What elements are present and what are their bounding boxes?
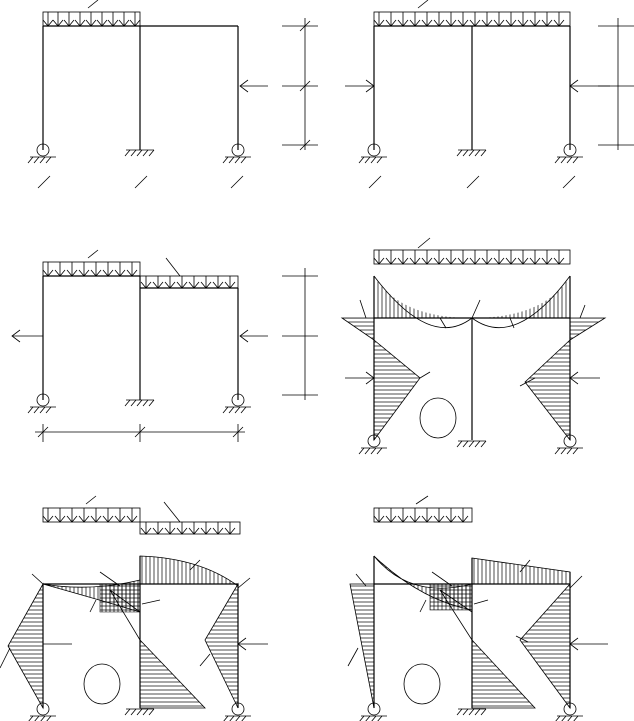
panel-b-dimension — [598, 18, 634, 150]
panel-d-members — [373, 276, 571, 440]
panel-d-supports — [358, 434, 583, 455]
panel-e-leaders — [0, 559, 251, 669]
panel-d-moment-diagram — [340, 237, 607, 455]
panel-a-supports — [27, 143, 251, 189]
panel-c-members — [42, 275, 239, 400]
panel-e-moment-diagram — [0, 495, 268, 721]
panel-d-distributed-load — [373, 237, 571, 265]
panel-d-right-joint-moment — [569, 317, 607, 341]
panel-e-middle-column-upper-moment — [109, 589, 141, 642]
panel-e-supports — [28, 702, 251, 721]
panel-f-joint-hatch — [429, 583, 473, 611]
panel-b-members — [373, 25, 571, 150]
panel-d-circle-marker — [419, 397, 457, 439]
panel-d-beam-moment-area — [374, 276, 570, 318]
panel-e-left-column-moment — [7, 582, 44, 710]
panel-f-right-column-moment — [519, 582, 571, 710]
panel-a-dimension — [282, 18, 318, 151]
panel-d-left-joint-moment — [340, 317, 375, 341]
panel-f-horizontal-loads — [569, 637, 608, 651]
panel-c-dimensions — [35, 268, 318, 442]
panel-e-right-column-moment — [204, 582, 239, 709]
panel-a-frame — [27, 0, 318, 189]
panel-e-middle-column-moment — [139, 639, 206, 709]
panel-c-horizontal-loads — [11, 329, 268, 343]
panel-a-members — [42, 25, 239, 150]
panel-b-distributed-load — [373, 0, 571, 27]
panel-d-right-column-moment — [524, 339, 571, 442]
panel-f-distributed-load — [373, 495, 473, 523]
panel-e-right-beam-moment — [139, 555, 239, 587]
panel-c-frame — [11, 249, 318, 442]
panel-e-distributed-load-left — [42, 495, 141, 523]
panel-d-horizontal-loads — [345, 371, 600, 385]
panel-f-left-column-moment — [349, 583, 375, 709]
panel-a-horizontal-load — [239, 79, 268, 93]
panel-a-distributed-load — [42, 0, 141, 27]
panel-e-horizontal-loads — [43, 637, 268, 651]
panel-d-leaders — [359, 299, 586, 387]
panel-f-middle-column-moment — [471, 638, 536, 709]
panel-e-distributed-load-right — [139, 501, 241, 535]
panel-e-circle-marker — [83, 663, 121, 705]
panel-f-moment-diagram — [347, 495, 608, 721]
panel-f-circle-marker — [403, 663, 441, 705]
panel-b-supports — [358, 143, 583, 189]
panel-c-distributed-load-right — [139, 257, 239, 289]
panel-f-middle-column-upper-moment — [439, 589, 473, 642]
panel-d-left-column-moment — [373, 339, 421, 442]
panel-c-supports — [27, 393, 251, 414]
panel-f-supports — [359, 702, 583, 721]
panel-b-frame — [345, 0, 634, 189]
panel-c-distributed-load-left — [42, 249, 141, 277]
panel-f-leaders — [347, 559, 583, 667]
